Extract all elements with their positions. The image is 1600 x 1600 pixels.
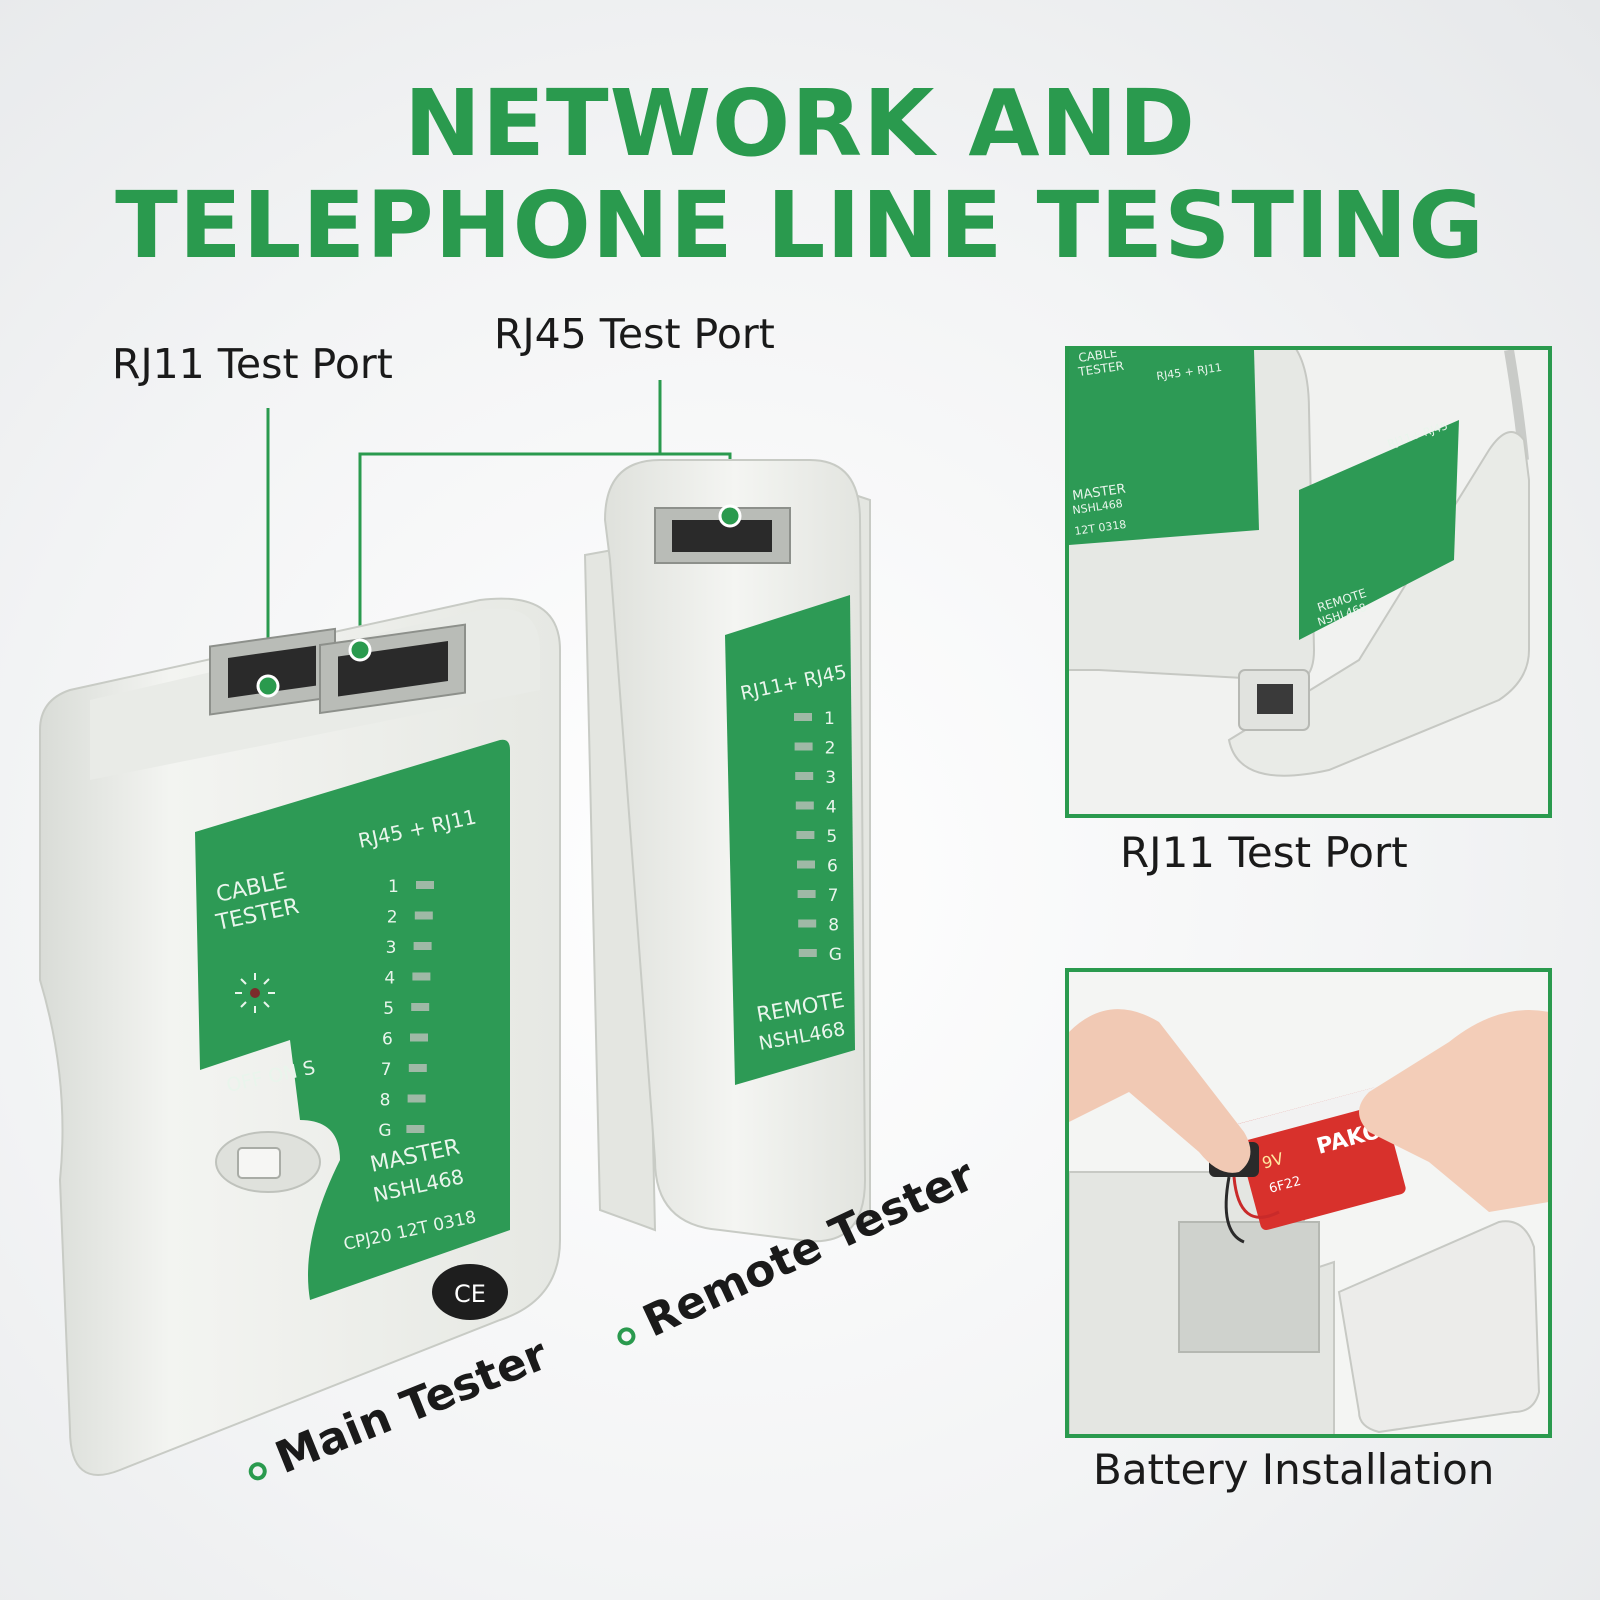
battery-inset: PAKO 9V 6F22 xyxy=(1065,968,1552,1438)
led-label-8: 8 xyxy=(380,1091,391,1111)
led-label-5: 5 xyxy=(826,827,837,847)
led-label-1: 1 xyxy=(388,877,399,897)
led-indicator-4 xyxy=(795,801,814,810)
led-label-2: 2 xyxy=(387,908,398,928)
remote-led-column: 1 2 3 4 5 6 7 8G xyxy=(794,709,842,965)
led-label-4: 4 xyxy=(826,798,837,818)
led-label-3: 3 xyxy=(825,768,836,788)
led-label-6: 6 xyxy=(382,1030,393,1050)
battery-voltage: 9V xyxy=(1260,1149,1285,1173)
led-indicator-6 xyxy=(410,1033,428,1042)
inset-rj11-port xyxy=(1238,669,1310,731)
led-label-7: 7 xyxy=(381,1060,392,1080)
led-label-g: G xyxy=(378,1121,391,1141)
led-indicator-7 xyxy=(797,890,816,898)
led-label-g: G xyxy=(829,945,842,965)
inset-left-brand-line-2: TESTER xyxy=(1076,359,1124,379)
led-indicator-2 xyxy=(414,911,433,920)
ce-mark-badge: CE xyxy=(432,1264,508,1320)
left-hand xyxy=(1069,1009,1251,1173)
power-switch[interactable] xyxy=(215,1131,321,1193)
led-indicator-4 xyxy=(412,972,431,981)
led-label-1: 1 xyxy=(824,709,835,729)
rj11-port-inset: CABLE TESTER RJ45 + RJ11 MASTER NSHL468 … xyxy=(1065,346,1552,818)
led-indicator-1 xyxy=(416,881,434,889)
led-indicator-g xyxy=(798,949,817,957)
rj45-port-callout: RJ45 Test Port xyxy=(494,310,775,358)
main-led-column: 1 2 3 4 5 6 7 8G xyxy=(378,877,434,1141)
led-label-8: 8 xyxy=(828,916,839,936)
ce-mark-text: CE xyxy=(454,1280,486,1308)
led-label-5: 5 xyxy=(383,999,394,1019)
rj45-callout-marker xyxy=(348,638,372,662)
main-rj11-port xyxy=(209,627,336,716)
rj11-inset-caption: RJ11 Test Port xyxy=(1120,828,1408,877)
led-label-4: 4 xyxy=(384,969,395,989)
led-indicator-2 xyxy=(794,742,813,751)
led-label-2: 2 xyxy=(825,739,836,759)
led-label-3: 3 xyxy=(386,938,397,958)
power-indicator-icon xyxy=(235,973,275,1013)
right-hand xyxy=(1359,1010,1548,1212)
headline-line-1: NETWORK AND xyxy=(403,70,1196,177)
main-tester-device: RJ45 + RJ11 CABLE TESTER OFF ON S MASTER… xyxy=(39,597,561,1476)
led-label-7: 7 xyxy=(828,886,839,906)
led-indicator-g xyxy=(406,1125,425,1133)
battery-inset-photo: PAKO 9V 6F22 xyxy=(1069,972,1548,1434)
remote-rj45-port xyxy=(654,507,791,564)
rj11-callout-marker xyxy=(256,674,280,698)
led-indicator-1 xyxy=(794,713,812,721)
led-indicator-6 xyxy=(797,860,815,869)
battery-inset-caption: Battery Installation xyxy=(1093,1445,1495,1494)
remote-port-callout-marker xyxy=(718,504,742,528)
led-indicator-3 xyxy=(795,772,814,780)
led-indicator-7 xyxy=(408,1064,427,1072)
led-indicator-8 xyxy=(407,1094,426,1103)
led-indicator-5 xyxy=(796,831,815,839)
headline-line-2: TELEPHONE LINE TESTING xyxy=(115,172,1485,279)
rj11-port-inset-photo: CABLE TESTER RJ45 + RJ11 MASTER NSHL468 … xyxy=(1069,350,1548,814)
inset-left-model-line-1: MASTER xyxy=(1071,482,1126,504)
led-indicator-8 xyxy=(798,919,817,928)
led-indicator-3 xyxy=(413,942,432,950)
led-indicator-5 xyxy=(411,1003,430,1011)
rj11-port-callout: RJ11 Test Port xyxy=(112,340,393,388)
led-label-6: 6 xyxy=(827,857,838,877)
